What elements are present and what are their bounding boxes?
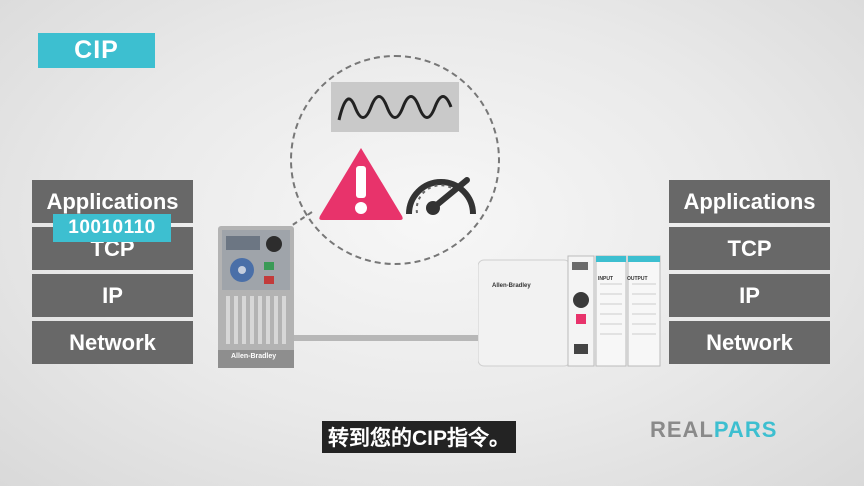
right-protocol-stack: Applications TCP IP Network [669, 180, 830, 368]
logo-part-real: REAL [650, 417, 714, 442]
plc-output-module-label: OUTPUT [627, 276, 648, 282]
logo-part-pars: PARS [713, 417, 778, 442]
realpars-logo: REALPARS [650, 417, 777, 443]
plc-brand-label: Allen-Bradley [492, 283, 531, 289]
right-layer-applications: Applications [669, 180, 830, 223]
plc-input-module-label: INPUT [598, 276, 613, 282]
thought-bubble [290, 55, 500, 265]
drive-brand-label: Allen-Bradley [231, 353, 277, 360]
variable-frequency-drive [218, 226, 294, 368]
network-cable [292, 335, 484, 341]
left-layer-ip: IP [32, 274, 193, 317]
right-layer-ip: IP [669, 274, 830, 317]
warning-icon [319, 148, 403, 220]
subtitle-caption: 转到您的CIP指令。 [322, 421, 517, 453]
left-layer-network: Network [32, 321, 193, 364]
signal-wave-panel [331, 82, 459, 132]
right-layer-tcp: TCP [669, 227, 830, 270]
plc-controller [478, 255, 661, 367]
right-layer-network: Network [669, 321, 830, 364]
sine-wave-icon [337, 95, 453, 121]
cip-label: CIP [38, 33, 155, 68]
binary-data-packet: 10010110 [53, 214, 171, 242]
speedometer-icon [406, 177, 476, 215]
left-protocol-stack: Applications TCP IP Network [32, 180, 193, 368]
